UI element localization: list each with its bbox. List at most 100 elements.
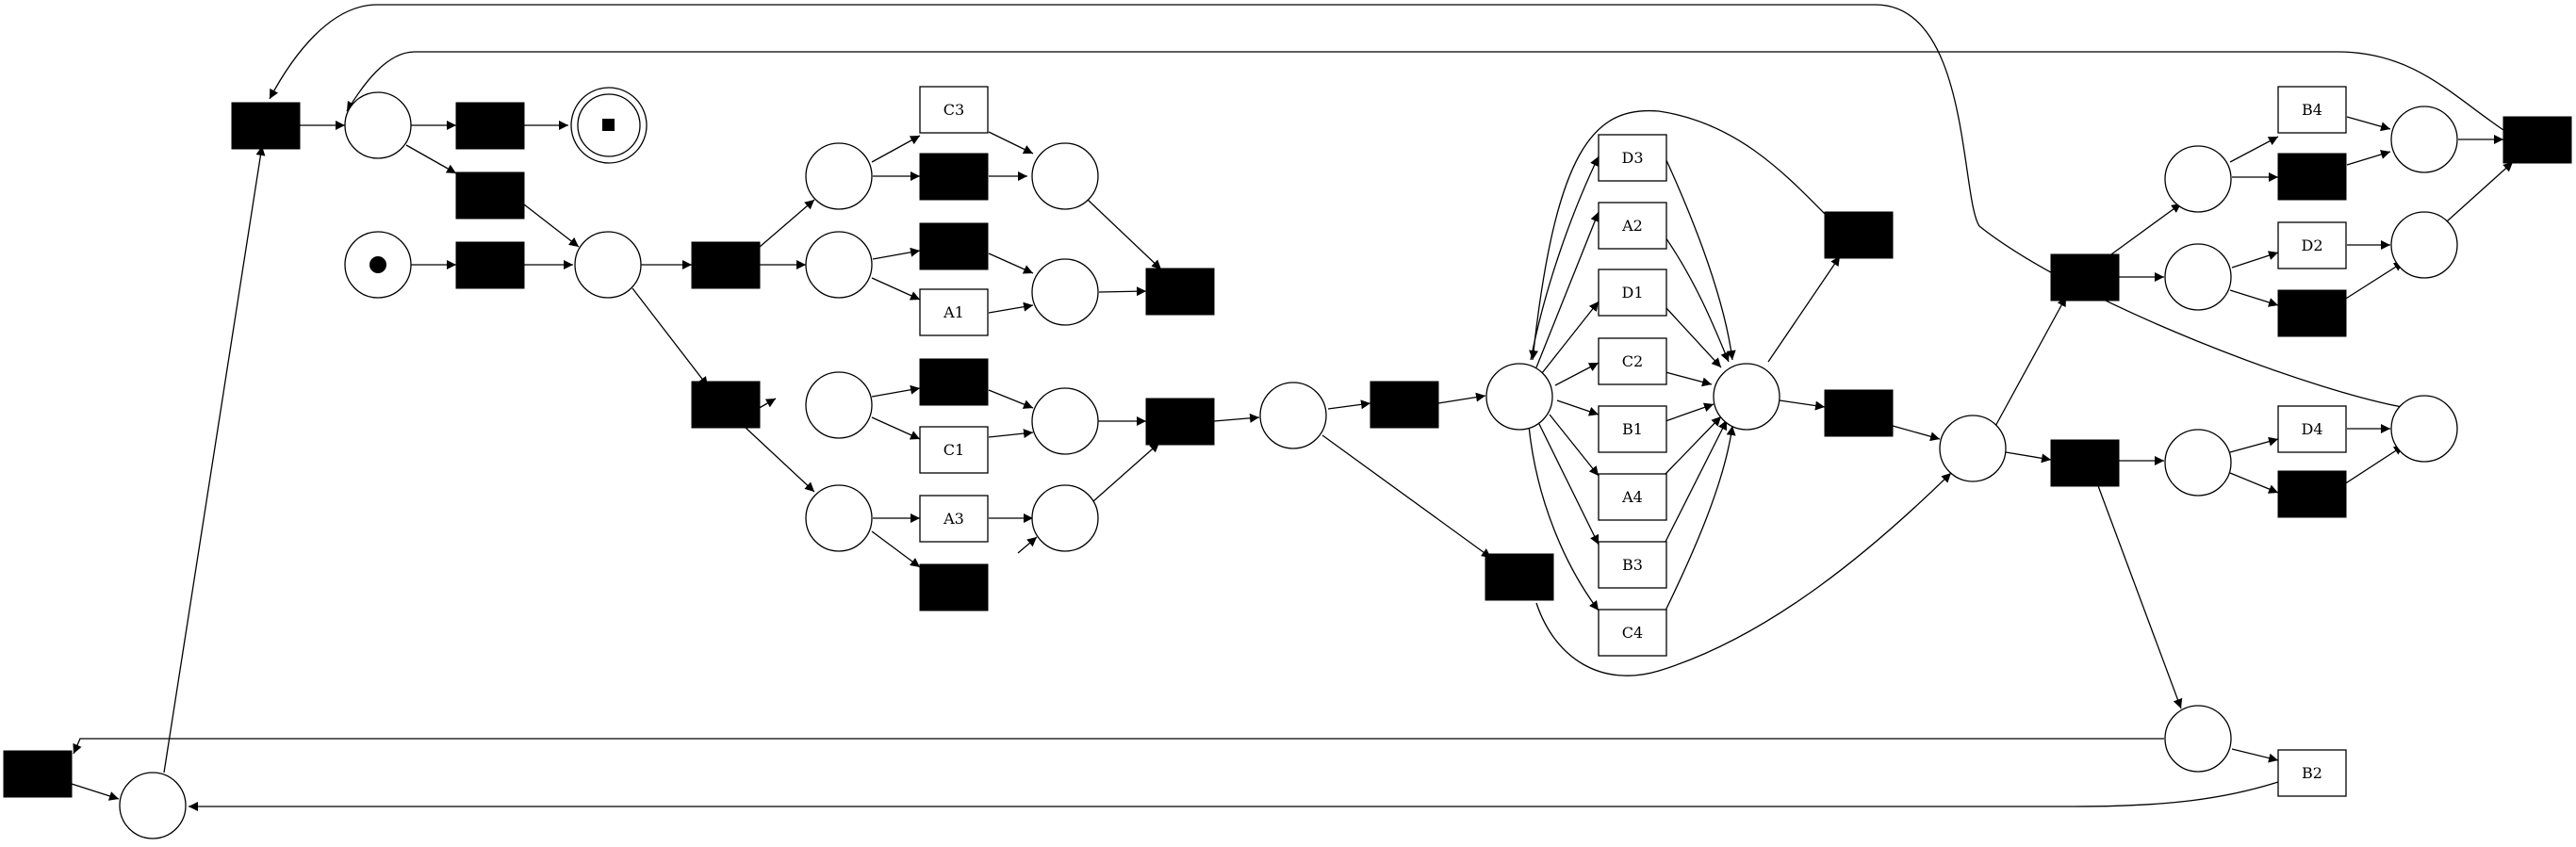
arc xyxy=(744,426,815,493)
arc xyxy=(871,277,921,301)
transition-label: B4 xyxy=(2302,101,2322,119)
arc xyxy=(871,530,921,568)
silent-transition xyxy=(3,750,73,798)
silent-transition xyxy=(1824,211,1894,259)
arc xyxy=(1549,414,1600,477)
place xyxy=(805,371,873,439)
place xyxy=(2164,145,2232,213)
initial-token xyxy=(369,256,386,273)
silent-transition xyxy=(2277,153,2347,201)
arc xyxy=(871,135,921,163)
silent-transition xyxy=(1370,381,1439,429)
arc xyxy=(1530,155,1600,361)
arc xyxy=(1665,415,1722,475)
labeled-transitions: C3 A1 C1 A3 D3 A2 D1 C2 B1 A4 B3 C4 B4 D… xyxy=(919,86,2347,797)
transition-D4: D4 xyxy=(2277,405,2347,453)
place xyxy=(1031,387,1099,455)
transition-A1: A1 xyxy=(919,288,989,336)
places xyxy=(119,87,2458,839)
arc xyxy=(872,247,921,260)
arc xyxy=(1665,419,1728,543)
arc xyxy=(1529,109,1827,361)
arc xyxy=(1554,362,1600,386)
silent-transition xyxy=(919,153,989,201)
arc xyxy=(1528,425,1600,611)
silent-transition xyxy=(1824,389,1894,437)
silent-transition xyxy=(1485,553,1554,601)
arc xyxy=(988,252,1034,274)
transition-label: C1 xyxy=(943,441,964,459)
arc xyxy=(1665,236,1730,363)
place xyxy=(2390,395,2458,463)
arc xyxy=(1779,399,1826,411)
arc xyxy=(2229,289,2279,307)
arc xyxy=(163,145,266,774)
arc xyxy=(2346,150,2391,166)
arc xyxy=(523,204,580,248)
transition-C4: C4 xyxy=(1598,609,1667,657)
silent-transition xyxy=(919,563,989,611)
transition-label: C3 xyxy=(943,101,964,119)
arc xyxy=(2346,116,2391,132)
place xyxy=(2390,106,2458,173)
arc xyxy=(2229,436,2279,453)
arc xyxy=(988,131,1034,155)
transition-C1: C1 xyxy=(919,426,989,474)
arc xyxy=(1665,306,1722,368)
arc xyxy=(1767,255,1841,363)
arc xyxy=(1535,211,1600,368)
transition-label: B3 xyxy=(1622,556,1643,574)
arc xyxy=(2096,482,2183,709)
arc xyxy=(71,783,120,801)
transition-B4: B4 xyxy=(2277,86,2347,134)
silent-transition xyxy=(691,241,761,289)
silent-transition xyxy=(2277,470,2347,518)
arc xyxy=(346,51,2504,131)
arc xyxy=(1665,425,1736,611)
place xyxy=(2164,705,2232,773)
arc xyxy=(1665,402,1715,422)
transition-D2: D2 xyxy=(2277,221,2347,269)
arc xyxy=(2340,445,2404,487)
silent-transition xyxy=(691,381,761,429)
place xyxy=(805,142,873,210)
place xyxy=(1031,142,1099,210)
arc xyxy=(632,287,709,387)
arc xyxy=(1437,392,1486,404)
transition-B1: B1 xyxy=(1598,405,1667,453)
arc xyxy=(1556,399,1600,416)
arc xyxy=(871,384,921,398)
transition-C3: C3 xyxy=(919,86,989,134)
transition-label: A4 xyxy=(1621,488,1643,506)
arc xyxy=(1321,434,1492,559)
place xyxy=(805,484,873,552)
arc xyxy=(2229,136,2279,163)
place xyxy=(574,231,642,299)
place xyxy=(1259,382,1327,449)
silent-transition xyxy=(231,102,301,150)
place-hub-join xyxy=(1713,363,1780,431)
arc xyxy=(1087,199,1162,270)
arc xyxy=(1327,399,1371,410)
arc xyxy=(2229,472,2279,494)
place xyxy=(2164,243,2232,311)
transition-A2: A2 xyxy=(1598,202,1667,250)
place xyxy=(1031,484,1099,552)
place xyxy=(1031,258,1099,326)
silent-transition xyxy=(1145,398,1215,446)
arc xyxy=(1092,442,1160,502)
arc xyxy=(2231,251,2279,269)
place xyxy=(344,91,412,159)
arc xyxy=(73,738,2164,755)
arc xyxy=(1017,536,1038,554)
silent-transitions xyxy=(3,102,2572,798)
arc xyxy=(988,301,1034,314)
arc xyxy=(2110,203,2182,255)
arc xyxy=(2231,748,2279,763)
arc xyxy=(405,144,457,174)
silent-transition xyxy=(919,222,989,270)
arc xyxy=(1892,425,1941,442)
arc xyxy=(871,416,921,440)
